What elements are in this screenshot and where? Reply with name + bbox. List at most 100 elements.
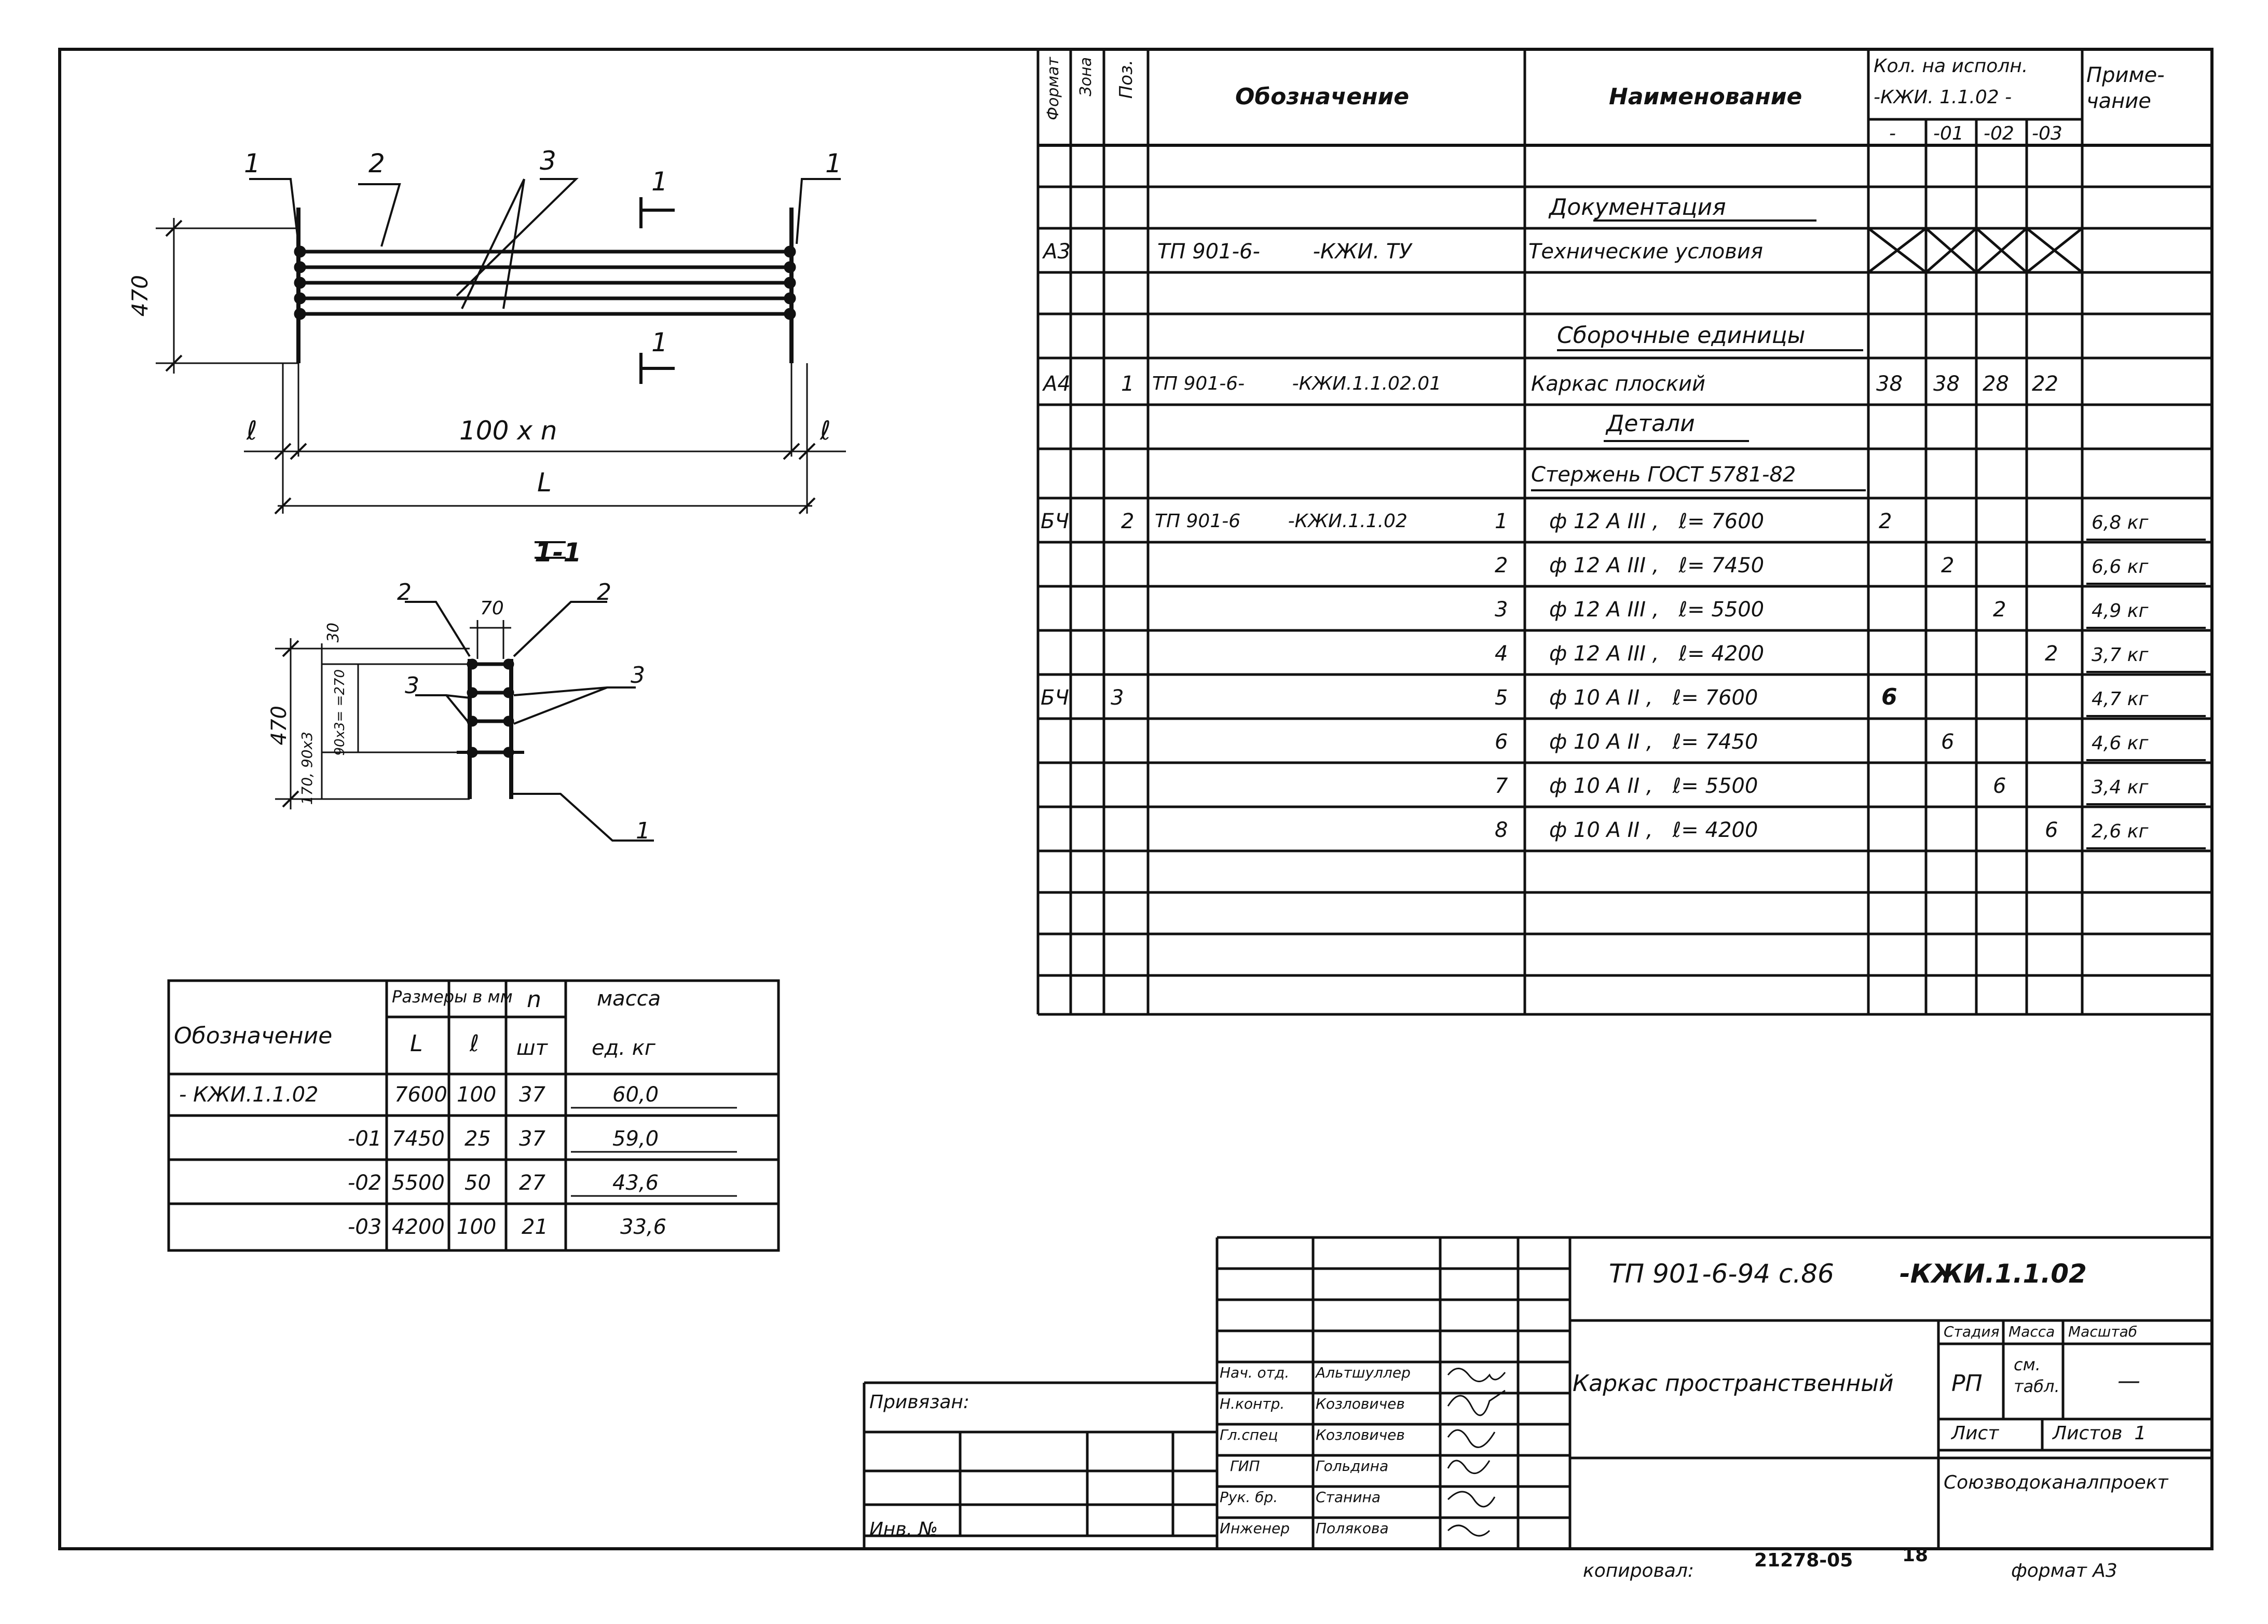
title-scale-header: Масштаб [2068,1323,2138,1340]
spec-header-qty-title: Кол. на исполн. [1874,56,2028,77]
spec-rod1-designation: ТП 901-6 -КЖИ.1.1.02 [1155,511,1408,532]
spec-row-frame-designation: ТП 901-6- -КЖИ.1.1.02.01 [1152,373,1442,394]
dims-header-sizes: Размеры в мм [392,987,513,1007]
title-sheets: Листов 1 [2053,1423,2147,1444]
dim-e-right: ℓ [820,416,831,446]
dims-header-n-unit: шт [516,1036,548,1060]
spec-header-designation: Обозначение [1235,84,1410,110]
dim-L: L [537,467,552,498]
spec-rod4-sub: 4 [1495,642,1508,666]
dims-row1-L: 7450 [392,1127,445,1151]
spec-header-qty-col-02: -02 [1984,123,2014,144]
dims-row2-L: 5500 [392,1171,445,1195]
sec-dim-70: 70 [480,598,504,619]
spec-rod2-q1: 2 [1941,554,1955,577]
spec-rod8-name: ф 10 А II , ℓ= 4200 [1549,818,1758,842]
callout-1-left: 1 [244,148,261,178]
spec-row-frame-pos: 1 [1121,372,1135,396]
dims-row0-n: 37 [519,1083,545,1107]
title-stage-header: Стадия [1944,1323,2000,1340]
callout-2: 2 [368,148,385,178]
dims-row2-mass: 43,6 [612,1171,659,1195]
title-stage-value: РП [1951,1370,1983,1397]
spec-rod5-name: ф 10 А II , ℓ= 7600 [1549,686,1758,710]
spec-rod4-q3: 2 [2045,642,2058,666]
spec-rod1-name: ф 12 А III , ℓ= 7600 [1549,510,1765,533]
title-code-suffix: -КЖИ.1.1.02 [1900,1259,2087,1289]
dims-row1-designation: -01 [348,1127,382,1151]
spec-rod5-pos: 3 [1111,686,1124,710]
spec-row-frame-format: А4 [1043,372,1071,396]
spec-row-frame-q2: 28 [1983,372,2009,396]
spec-rod5-q0: 6 [1881,684,1897,710]
dims-row2-n: 27 [519,1171,545,1195]
spec-rod5-format: БЧ [1041,686,1069,710]
spec-row-frame-name: Каркас плоский [1531,372,1706,396]
dims-row1-n: 37 [519,1127,545,1151]
spec-rod8-q3: 6 [2045,818,2058,842]
dims-row3-mass: 33,6 [620,1215,667,1239]
spec-row-frame-q0: 38 [1876,372,1903,396]
spec-rod7-note: 3,4 кг [2092,777,2149,798]
spec-rod1-sub: 1 [1495,510,1508,533]
title-name-0: Альтшуллер [1316,1364,1411,1381]
dims-row1-mass: 59,0 [612,1127,659,1151]
dims-row3-n: 21 [522,1215,548,1239]
dims-header-mass: масса [597,987,661,1011]
title-mass-value: см. табл. [2014,1355,2060,1396]
dims-row3-l: 100 [457,1215,497,1239]
sec-callout-3-left: 3 [405,672,419,699]
dims-row3-L: 4200 [392,1215,445,1239]
spec-rod5-note: 4,7 кг [2092,689,2149,710]
spec-row-tu-designation: ТП 901-6- -КЖИ. ТУ [1157,240,1412,264]
spec-rod7-q2: 6 [1993,774,2006,798]
section-title-1-1: 1-1 [535,538,582,568]
spec-rod1-format: БЧ [1041,510,1069,533]
dims-row1-l: 25 [464,1127,491,1151]
sec-callout-2-right: 2 [597,579,611,605]
dims-row0-designation: - КЖИ.1.1.02 [179,1083,319,1107]
spec-rod1-q0: 2 [1879,510,1892,533]
sec-callout-2-left: 2 [397,579,412,605]
spec-header-qty-code: -КЖИ. 1.1.02 - [1874,87,2012,108]
sec-callout-3-right: 3 [631,662,645,689]
spec-rod1-note: 6,8 кг [2092,512,2149,533]
title-mass-header: Масса [2009,1323,2055,1340]
callout-1-right: 1 [825,148,842,178]
spec-rod3-sub: 3 [1495,598,1508,622]
spec-row-assembly: Сборочные единицы [1557,322,1806,349]
dims-header-designation: Обозначение [174,1023,333,1049]
spec-rod6-q1: 6 [1941,730,1955,754]
title-org: Союзводоканалпроект [1944,1472,2168,1493]
title-product: Каркас пространственный [1573,1370,1894,1397]
title-role-5: Инженер [1220,1520,1290,1537]
title-name-5: Полякова [1316,1520,1389,1537]
spec-rod6-name: ф 10 А II , ℓ= 7450 [1549,730,1758,754]
spec-row-tu-name: Технические условия [1528,240,1763,264]
footer-number: 21278-05 [1754,1550,1853,1571]
spec-row-tu-format: А3 [1043,240,1071,264]
dims-header-mass-unit: ед. кг [592,1036,655,1060]
footer-copied-label: копировал: [1583,1560,1694,1581]
title-role-1: Н.контр. [1220,1395,1285,1412]
title-name-4: Станина [1316,1489,1381,1506]
title-name-2: Козловичев [1316,1426,1405,1443]
spec-rod2-note: 6,6 кг [2092,556,2149,577]
section-mark-bottom: 1 [651,327,668,357]
spec-rod3-note: 4,9 кг [2092,600,2149,622]
spec-row-frame-q1: 38 [1933,372,1960,396]
dims-header-l: ℓ [470,1030,480,1057]
callout-3: 3 [540,146,556,176]
title-role-2: Гл.спец [1220,1426,1278,1443]
dims-header-L: L [410,1030,423,1057]
spec-rod7-sub: 7 [1495,774,1508,798]
footer-format: формат А3 [2011,1560,2117,1581]
spec-rod1-pos: 2 [1121,510,1135,533]
spec-rod6-sub: 6 [1495,730,1508,754]
spec-rod4-note: 3,7 кг [2092,644,2149,666]
spec-rod2-sub: 2 [1495,554,1508,577]
dims-row3-designation: -03 [348,1215,382,1239]
dims-row2-l: 50 [464,1171,491,1195]
title-role-4: Рук. бр. [1220,1489,1278,1506]
